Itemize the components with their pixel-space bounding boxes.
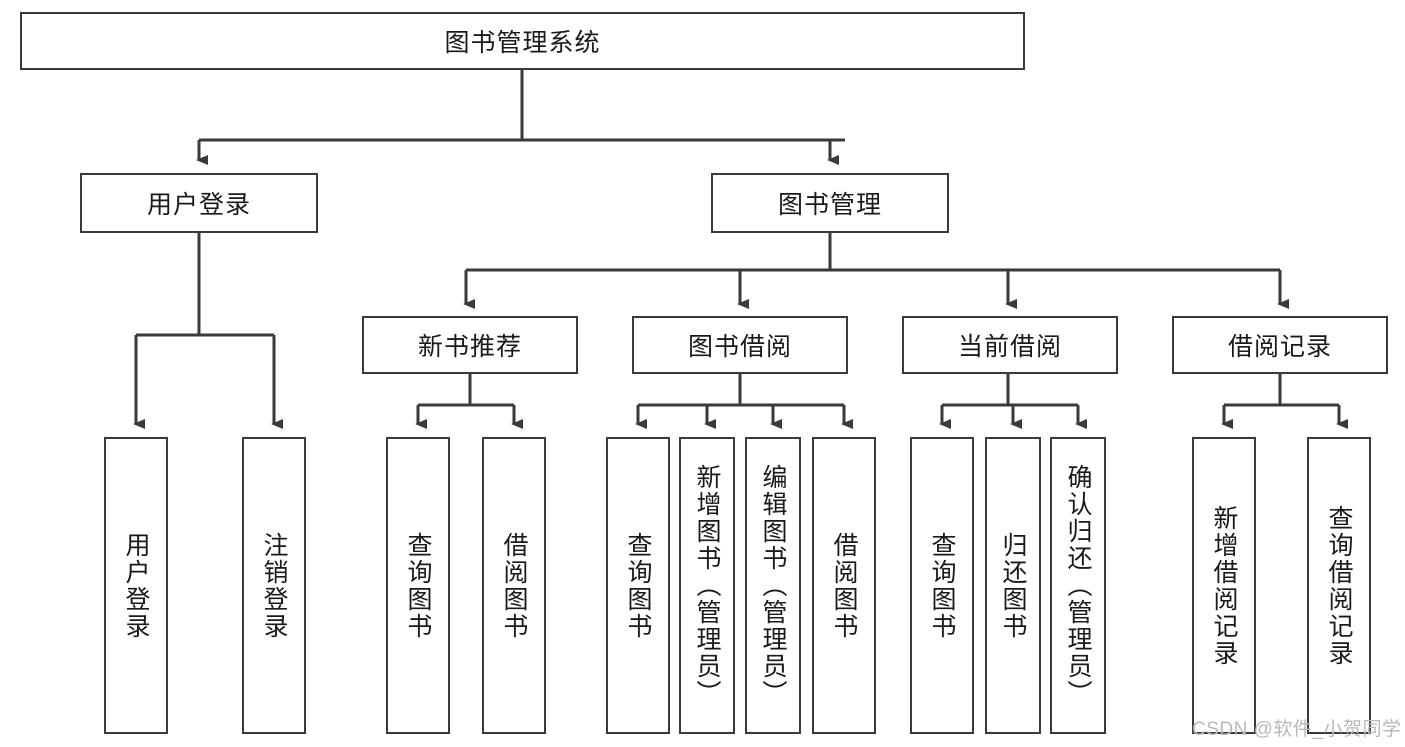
leaf-edit-book[interactable]: 编辑图书（管理员）	[745, 437, 801, 734]
leaf-borrow-book[interactable]: 借阅图书	[812, 437, 876, 734]
leaf-query-book-rec[interactable]: 查询图书	[386, 437, 450, 734]
node-label: 借阅记录	[1227, 333, 1332, 361]
node-current-borrow[interactable]: 当前借阅	[902, 316, 1118, 374]
leaf-return-book[interactable]: 归还图书	[985, 437, 1041, 734]
node-book-manage[interactable]: 图书管理	[711, 173, 949, 233]
node-label: 借阅图书	[830, 531, 858, 640]
node-label: 新增图书（管理员）	[693, 464, 721, 707]
node-user-login[interactable]: 用户登录	[80, 173, 318, 233]
leaf-query-book-cur[interactable]: 查询图书	[910, 437, 974, 734]
csdn-watermark: CSDN @软件_小贺同学	[1192, 719, 1402, 740]
node-label: 图书管理系统	[444, 29, 601, 57]
node-label: 查询图书	[624, 531, 652, 640]
node-label: 用户登录	[122, 531, 150, 640]
node-label: 借阅图书	[500, 531, 528, 640]
node-label: 新书推荐	[417, 333, 522, 361]
node-label: 用户登录	[146, 191, 251, 219]
node-label: 当前借阅	[957, 333, 1062, 361]
leaf-add-book[interactable]: 新增图书（管理员）	[679, 437, 735, 734]
node-label: 查询图书	[928, 531, 956, 640]
leaf-add-record[interactable]: 新增借阅记录	[1192, 437, 1256, 734]
node-root[interactable]: 图书管理系统	[20, 12, 1025, 70]
node-label: 注销登录	[260, 531, 288, 640]
node-borrow-record[interactable]: 借阅记录	[1172, 316, 1388, 374]
node-label: 新增借阅记录	[1210, 504, 1238, 667]
leaf-logout[interactable]: 注销登录	[242, 437, 306, 734]
node-label: 查询图书	[404, 531, 432, 640]
leaf-query-book-borrow[interactable]: 查询图书	[606, 437, 670, 734]
node-label: 图书管理	[777, 191, 882, 219]
node-label: 确认归还（管理员）	[1064, 464, 1092, 707]
node-label: 查询借阅记录	[1325, 504, 1353, 667]
node-label: 编辑图书（管理员）	[759, 464, 787, 707]
leaf-borrow-book-rec[interactable]: 借阅图书	[482, 437, 546, 734]
node-new-book-recommend[interactable]: 新书推荐	[362, 316, 578, 374]
leaf-confirm-return[interactable]: 确认归还（管理员）	[1050, 437, 1106, 734]
node-book-borrow[interactable]: 图书借阅	[632, 316, 848, 374]
leaf-query-record[interactable]: 查询借阅记录	[1307, 437, 1371, 734]
node-label: 归还图书	[999, 531, 1027, 640]
node-label: 图书借阅	[687, 333, 792, 361]
leaf-user-login[interactable]: 用户登录	[104, 437, 168, 734]
